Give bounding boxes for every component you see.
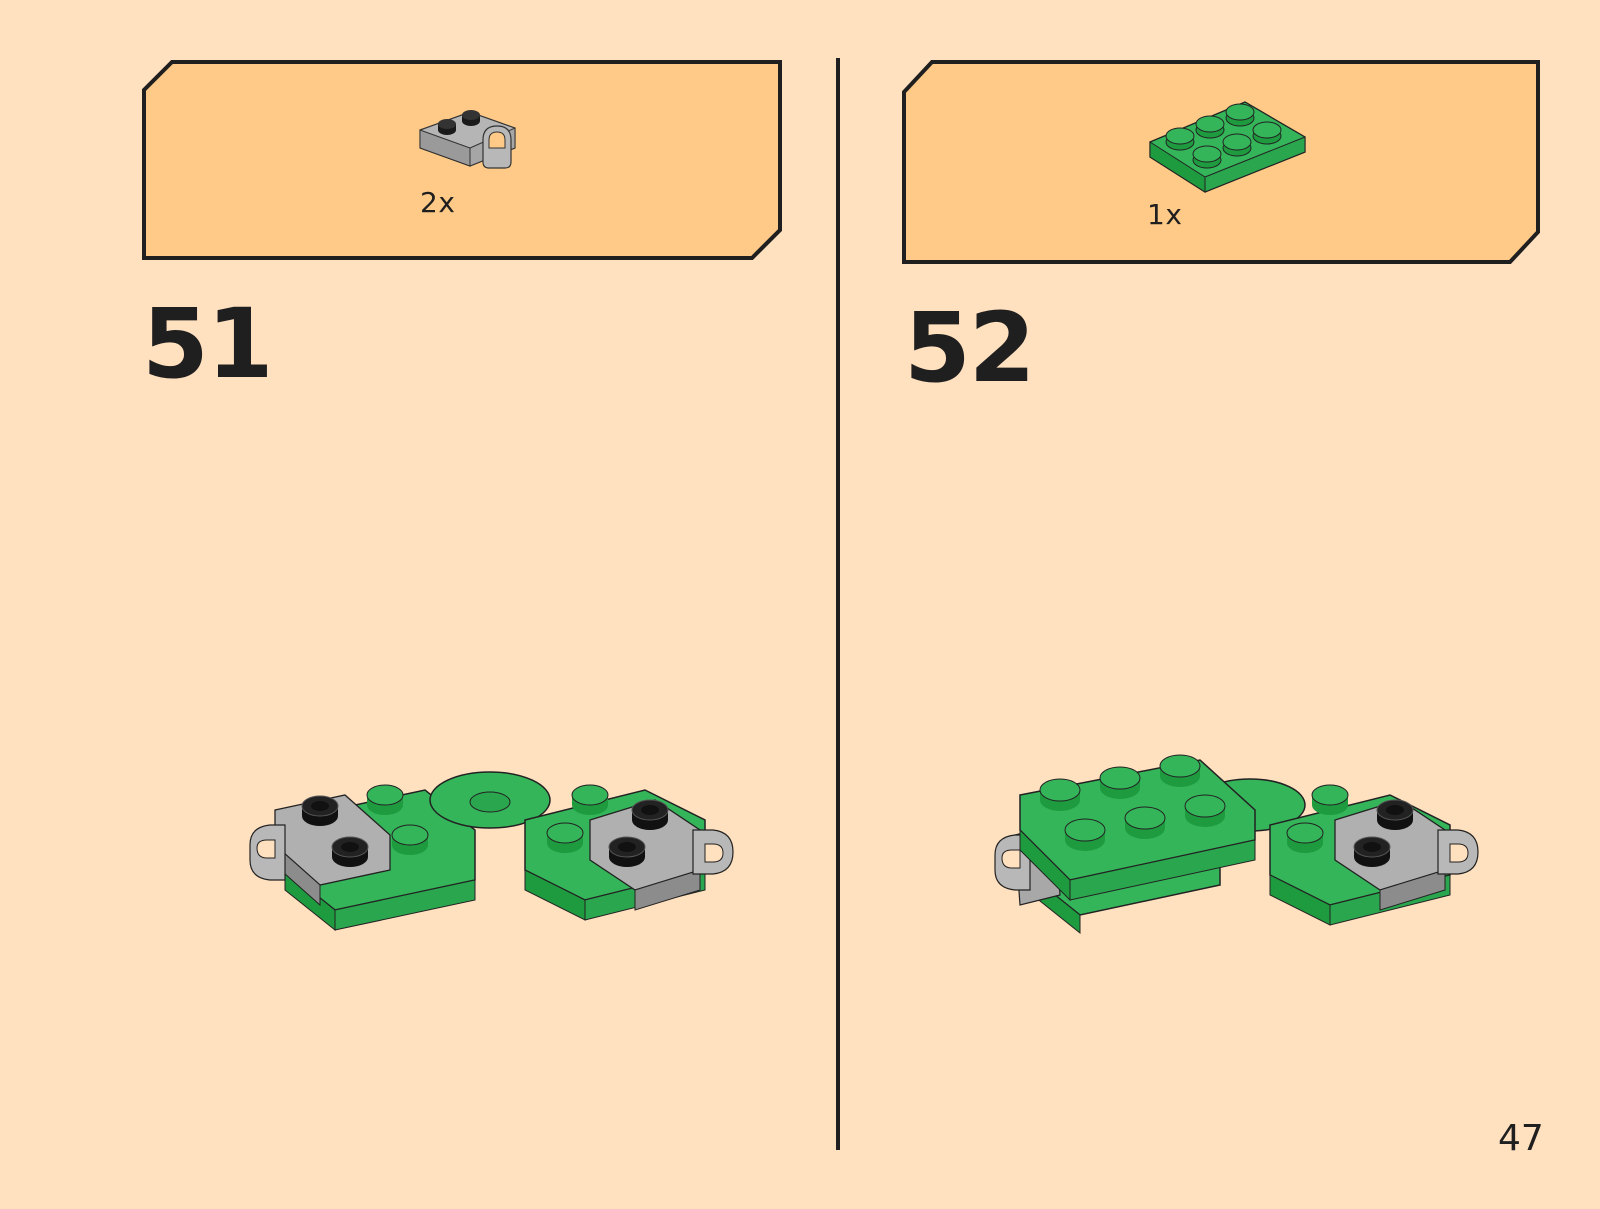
- step-52-quantity: 1x: [1147, 198, 1182, 231]
- green-plate-2x3-icon: [1145, 92, 1315, 197]
- page-number: 47: [1498, 1118, 1544, 1159]
- green-plate-assembly-with-2x3-plate-icon: [990, 755, 1490, 965]
- step-52-number: 52: [904, 300, 1034, 396]
